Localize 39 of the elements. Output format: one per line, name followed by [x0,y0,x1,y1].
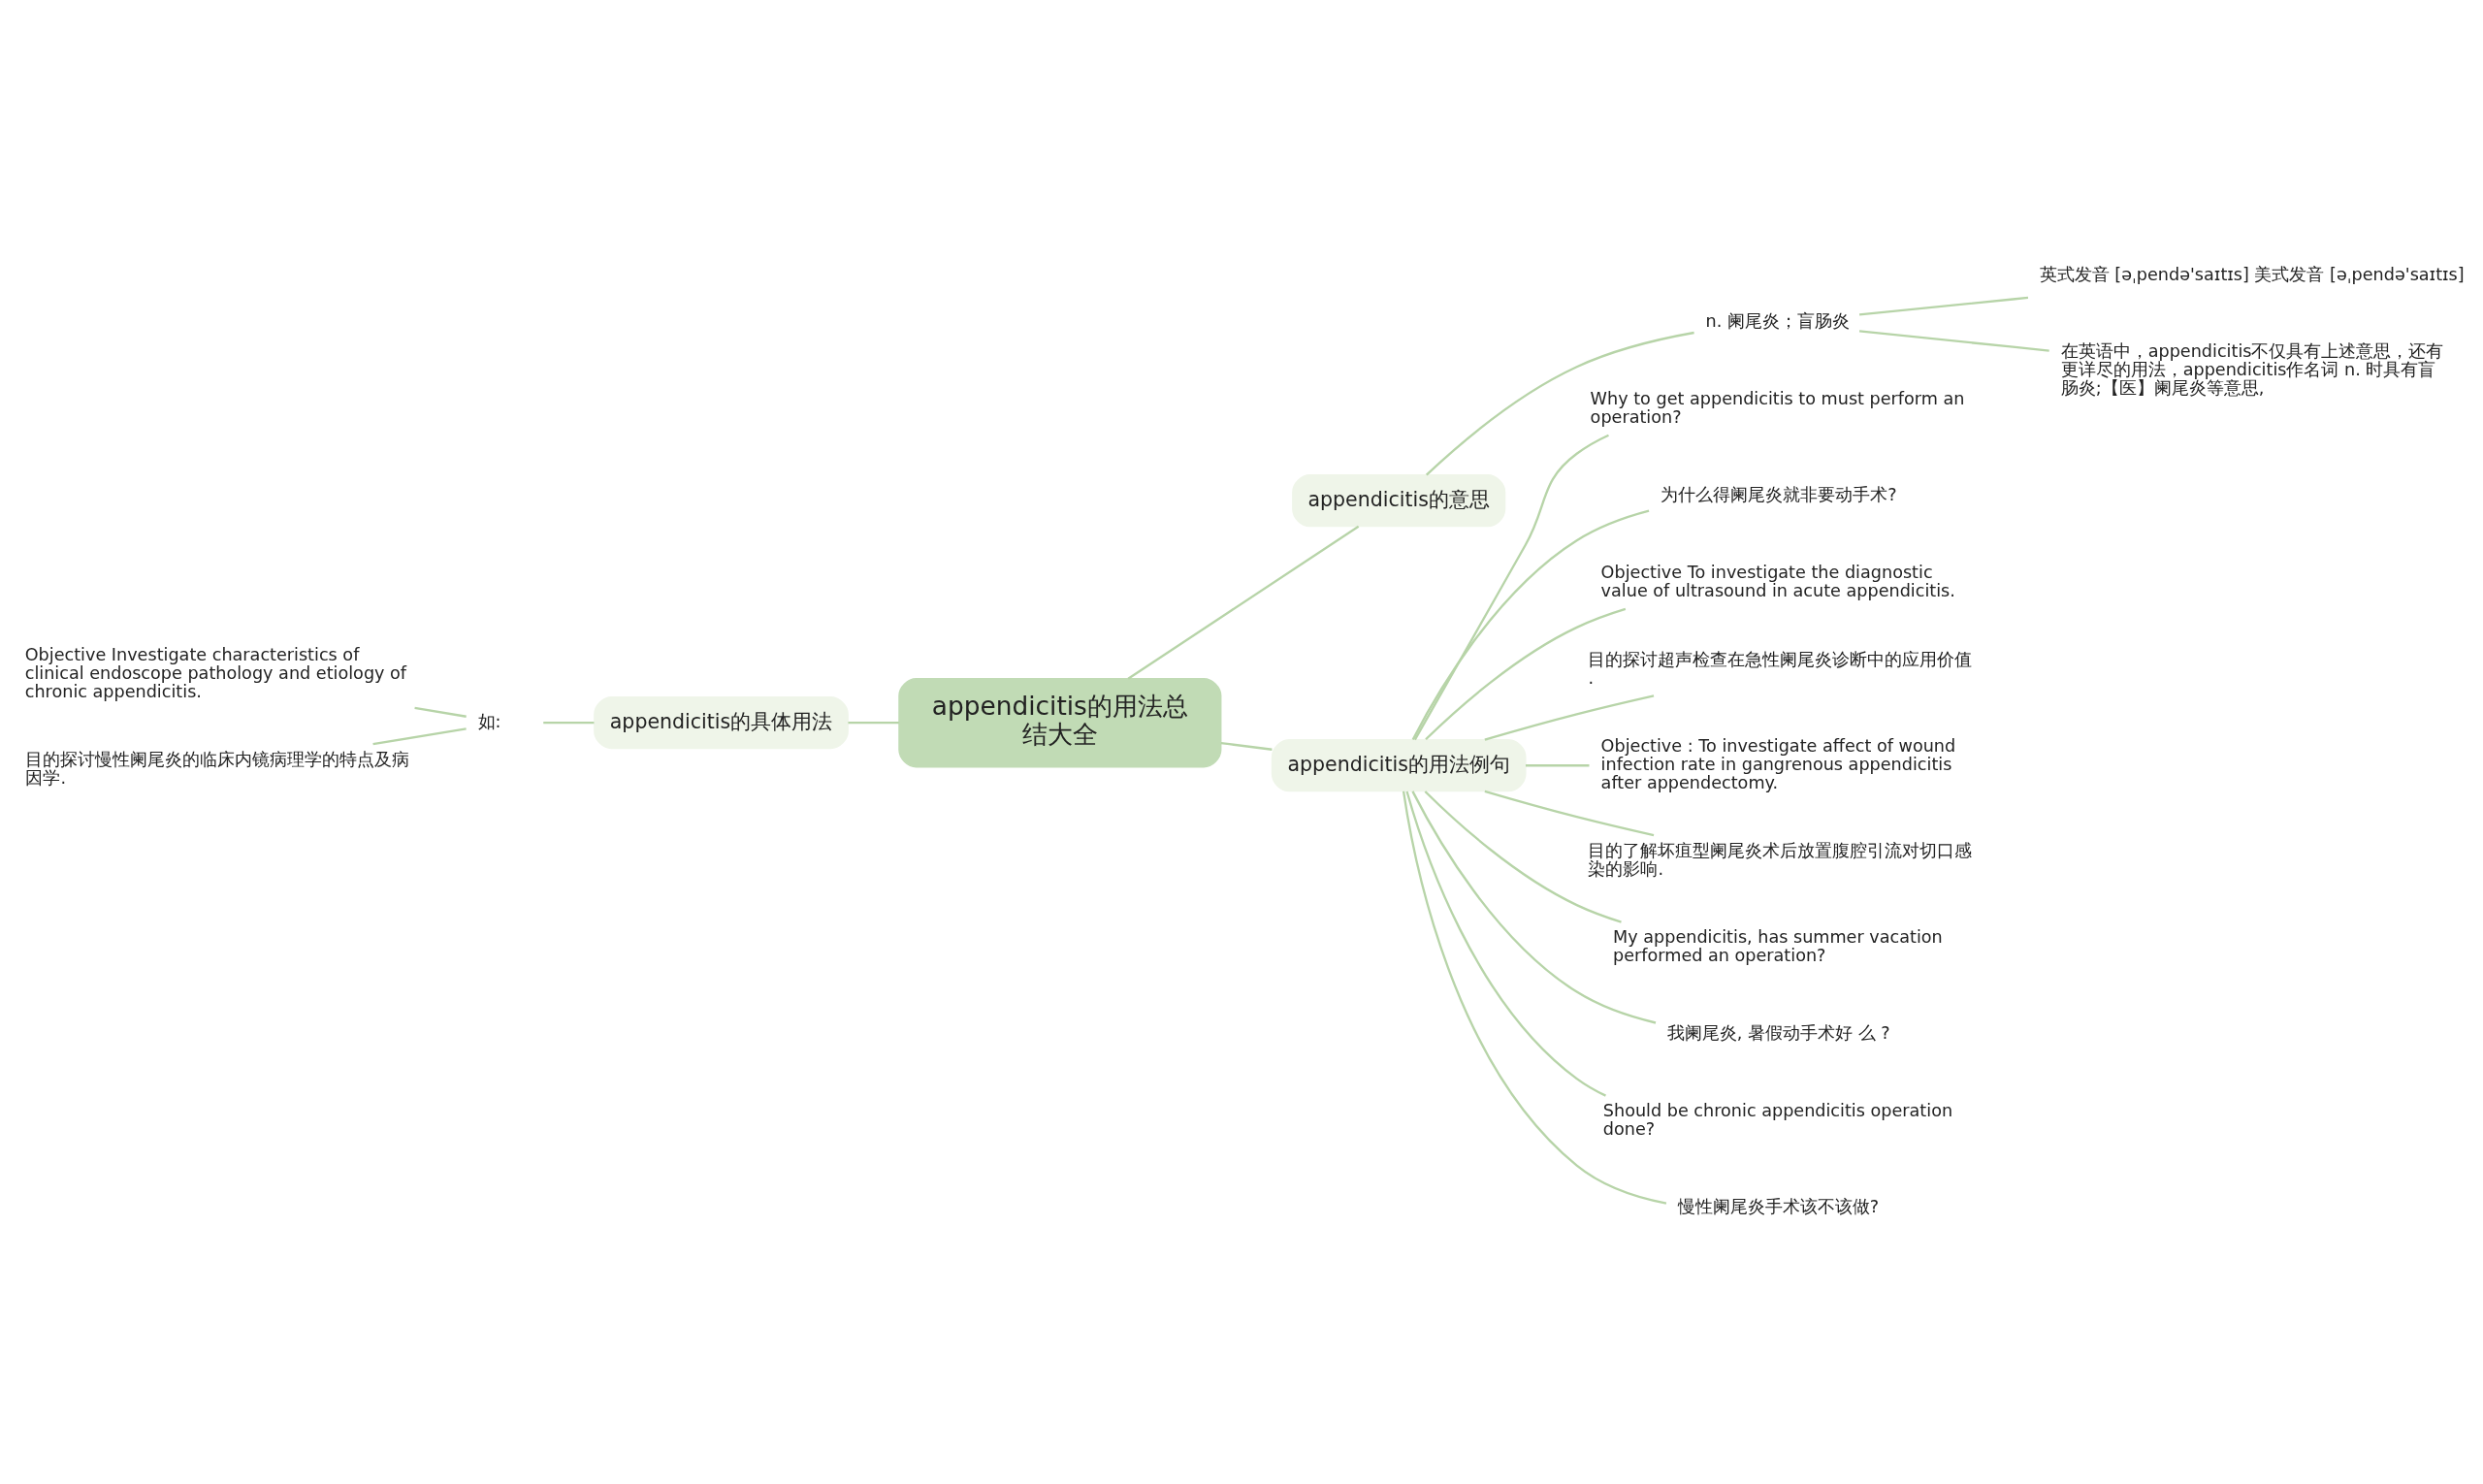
connector [1425,331,1694,476]
connector [543,722,595,725]
node-box: appendicitis的用法总结大全 [898,677,1222,768]
connector [414,706,467,718]
connector [1127,525,1360,680]
connector [1858,330,2049,352]
connector [1402,790,1667,1205]
node-text: 慢性阑尾炎手术该不该做? [1677,1197,1880,1217]
connector [848,722,899,725]
node-text: 如: [477,711,501,731]
node-text: Should be chronic appendicitis operation done? [1602,1101,1953,1140]
connector [1413,434,1609,741]
node-text: Objective : To investigate affect of wound infection rate in gangrenous appendicitis after appendectomy. [1600,735,1956,792]
connector [1411,790,1657,1024]
node-text: n. 阑尾炎；盲肠炎 [1705,311,1850,332]
node-text: 为什么得阑尾炎就非要动手术? [1661,485,1897,505]
connector [1858,296,2029,316]
node-box: appendicitis的意思 [1292,474,1506,528]
connector [372,727,467,746]
node-text: Objective To investigate the diagnostic value of ultrasound in acute appendicitis. [1600,563,1955,601]
node-text: 英式发音 [əˌpendə'saɪtɪs] 美式发音 [əˌpendə'saɪtɪs] [2039,264,2465,284]
node-text: 我阑尾炎, 暑假动手术好 么 ? [1666,1023,1890,1044]
node-text: Objective Investigate characteristics of clinical endoscope pathology and etiology of chronic appendicitis. [24,644,407,701]
node-text: My appendicitis, has summer vacation performed an operation? [1613,927,1943,966]
node-text: Why to get appendicitis to must perform an operation? [1590,389,1965,428]
node-text: 在英语中，appendicitis不仅具有上述意思，还有更详尽的用法，appendicitis作名词 n. 时具有盲肠炎;【医】阑尾炎等意思, [2060,341,2444,399]
node-box: appendicitis的具体用法 [594,696,849,750]
connector [1484,790,1655,837]
connector [1411,509,1650,740]
node-text: 目的探讨慢性阑尾炎的临床内镜病理学的特点及病因学. [25,749,410,788]
connector [1526,764,1590,767]
connector [1424,790,1622,923]
node-box: appendicitis的用法例句 [1271,739,1527,792]
connector [1425,607,1627,741]
connector [1484,694,1655,741]
connector [1220,741,1273,751]
node-text: 目的探讨超声检查在急性阑尾炎诊断中的应用价值. [1588,649,1973,688]
connector [1405,790,1606,1097]
node-text: 目的了解坏疽型阑尾炎术后放置腹腔引流对切口感染的影响. [1588,840,1973,879]
